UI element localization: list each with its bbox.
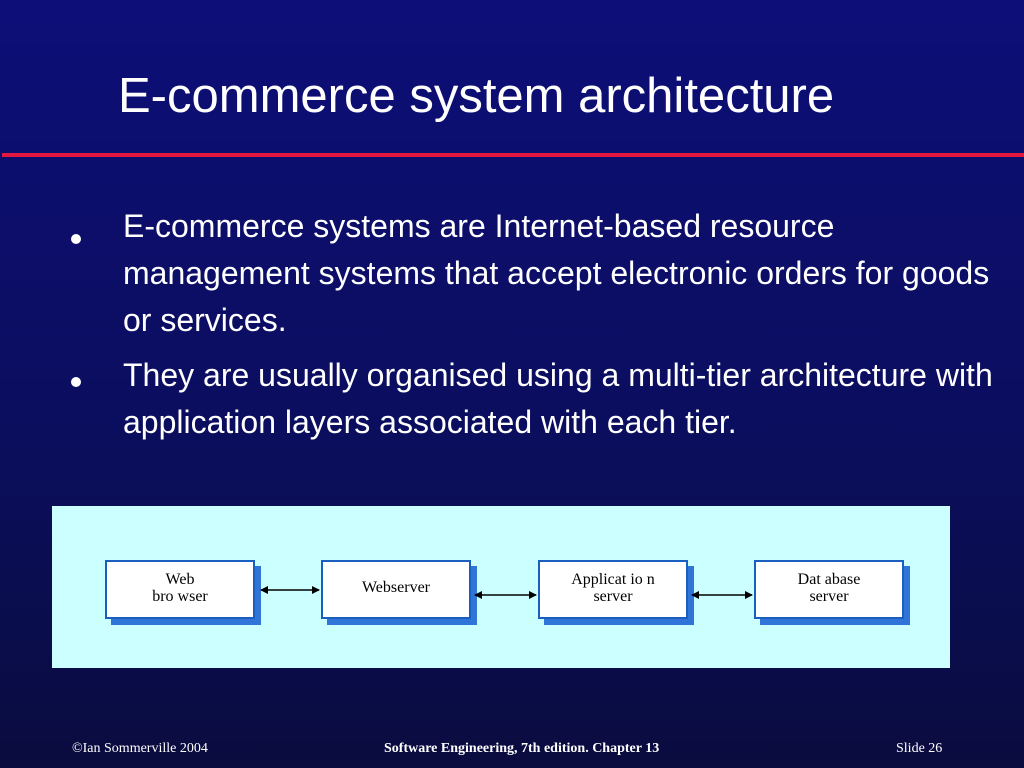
tier-web-browser: Web bro wser <box>105 560 255 619</box>
tier-database-server: Dat abase server <box>754 560 904 619</box>
connector-arrows <box>260 586 753 599</box>
title-divider <box>2 153 1024 157</box>
bullet-marker <box>71 234 81 244</box>
bullet-point: They are usually organised using a multi… <box>123 357 993 440</box>
footer-copyright: ©Ian Sommerville 2004 <box>72 741 208 756</box>
bullet-marker <box>71 377 81 387</box>
footer-book-title: Software Engineering, 7th edition. Chapt… <box>384 741 660 756</box>
slide-title: E-commerce system architecture <box>118 69 835 123</box>
architecture-diagram: Web bro wser Webserver Applicat io n ser… <box>52 506 950 668</box>
bullet-point: E-commerce systems are Internet-based re… <box>123 208 990 338</box>
tier-web-server: Webserver <box>321 560 471 619</box>
tier-application-server: Applicat io n server <box>538 560 688 619</box>
footer-slide-number: Slide 26 <box>896 741 943 756</box>
